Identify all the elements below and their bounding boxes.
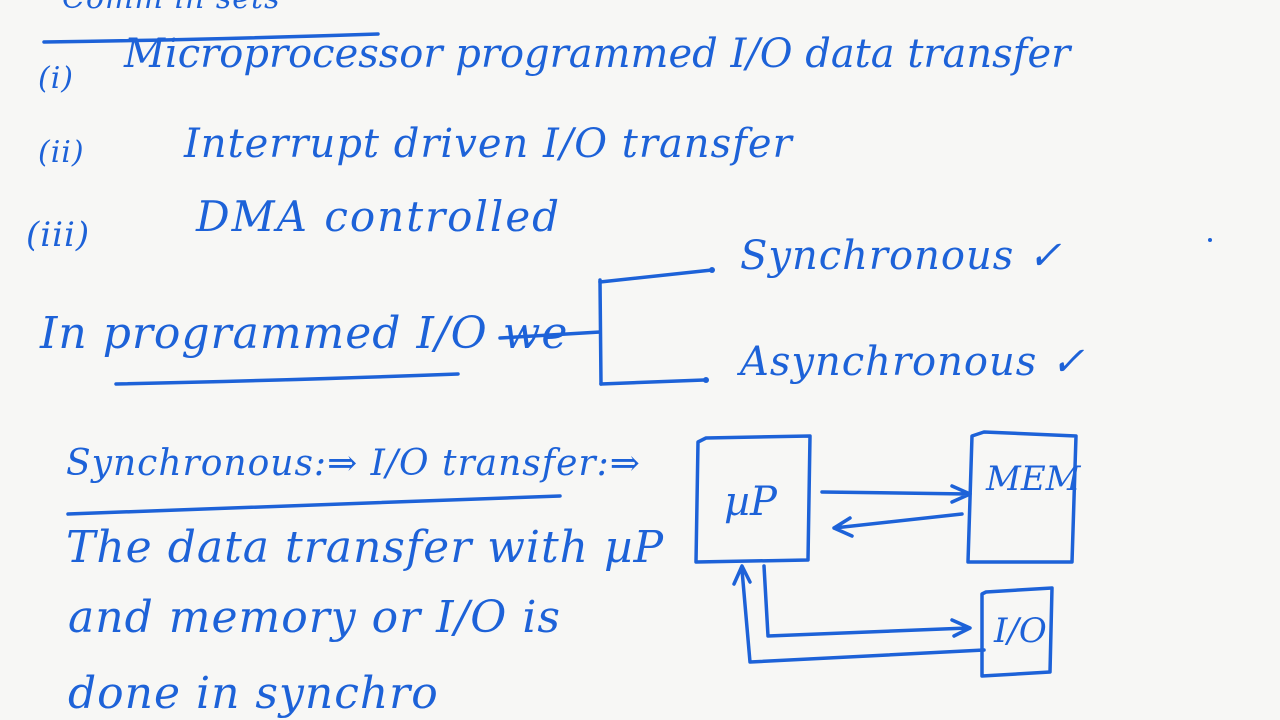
cpu-label: µP — [724, 479, 777, 525]
branch-arm-bottom — [599, 378, 706, 386]
sync-underline — [66, 494, 562, 516]
method-3-marker: (iii) — [26, 215, 91, 255]
mem-to-cpu-arrow — [832, 512, 964, 538]
cpu-box — [694, 434, 812, 564]
method-2-marker: (ii) — [38, 135, 85, 170]
method-1-text: Microprocessor programmed I/O data trans… — [124, 31, 1071, 77]
branch-asynchronous: Asynchronous ✓ — [740, 339, 1086, 385]
body-line-3: done in synchro — [68, 668, 439, 719]
io-to-cpu-arrow — [732, 564, 986, 664]
memory-box — [966, 430, 1078, 564]
header-underline — [42, 32, 380, 44]
branch-stem — [498, 330, 602, 340]
programmed-io-line: In programmed I/O we — [40, 308, 569, 359]
method-2-text: Interrupt driven I/O transfer — [184, 121, 793, 167]
sync-heading: Synchronous:⇒ I/O transfer:⇒ — [66, 443, 641, 484]
cpu-to-io-arrow — [762, 564, 972, 638]
branch-top-dot — [709, 267, 715, 273]
cpu-to-mem-arrow — [820, 484, 972, 504]
branch-arm-top — [598, 268, 714, 284]
memory-label: MEM — [986, 459, 1081, 499]
method-1-marker: (i) — [38, 61, 75, 96]
branch-synchronous: Synchronous ✓ — [740, 233, 1063, 279]
programmed-io-underline — [114, 372, 460, 386]
io-label: I/O — [994, 611, 1047, 651]
body-line-2: and memory or I/O is — [68, 592, 561, 643]
branch-bottom-dot — [703, 377, 709, 383]
body-line-1: The data transfer with µP — [66, 522, 665, 573]
io-box — [980, 586, 1054, 678]
branch-bracket — [598, 278, 603, 386]
header-partial: Comm in sets — [62, 0, 281, 14]
stray-dot — [1208, 238, 1212, 242]
method-3-text: DMA controlled — [196, 192, 562, 241]
